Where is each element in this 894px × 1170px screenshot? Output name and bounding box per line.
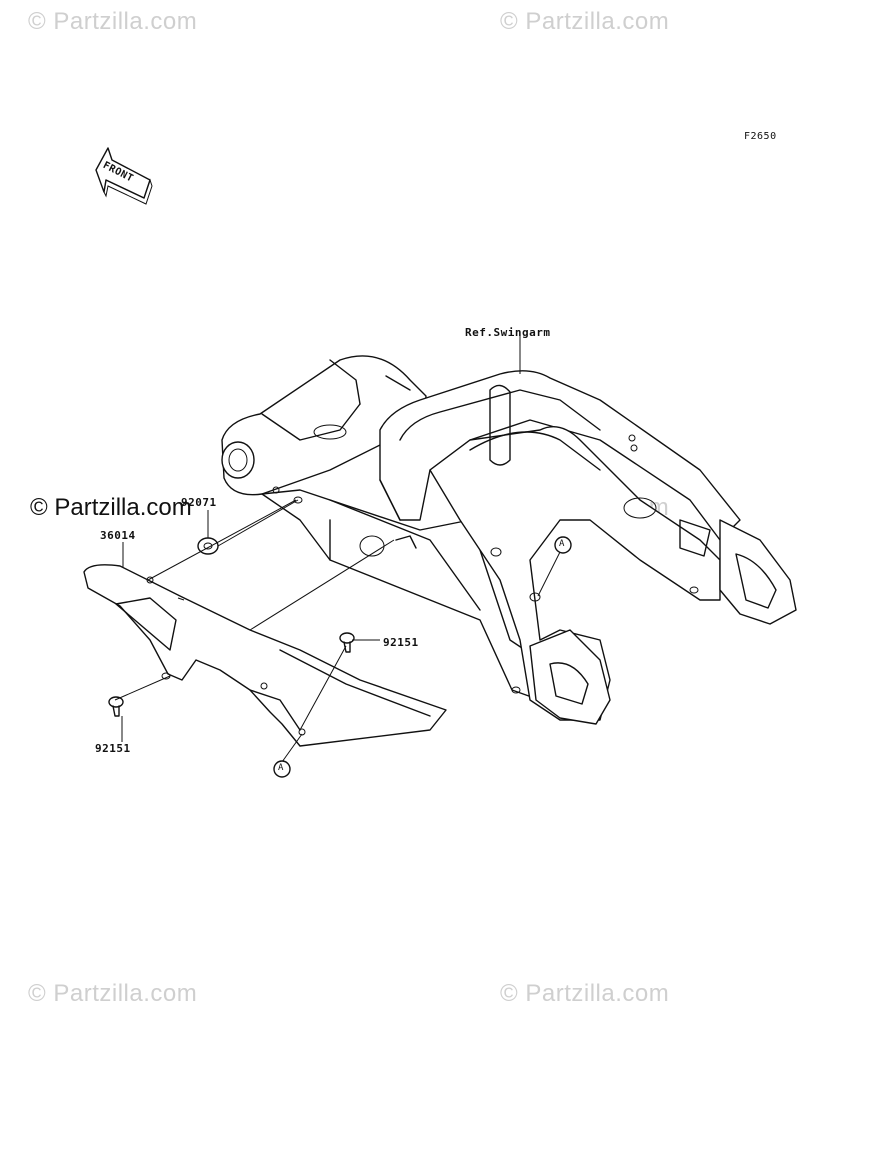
watermark-bottom-right: © Partzilla.com	[500, 980, 670, 1007]
callout-ref-swingarm: Ref.Swingarm	[465, 326, 551, 339]
callout-92151-left: 92151	[95, 742, 131, 755]
watermark-bottom-left: © Partzilla.com	[28, 980, 198, 1007]
watermark-top-right: © Partzilla.com	[500, 8, 670, 35]
leader-lines	[114, 336, 561, 763]
ref-a-circle-bottom	[273, 760, 291, 778]
front-arrow-icon	[95, 147, 153, 205]
callout-36014: 36014	[100, 529, 136, 542]
bolt-left-92151	[108, 696, 124, 717]
watermark-top-left: © Partzilla.com	[28, 8, 198, 35]
bolt-right-92151	[339, 632, 355, 653]
chain-cover-part-36014	[83, 564, 447, 747]
watermark-overlay: © Partzilla.com	[30, 494, 192, 521]
callout-ref-a-right: A	[559, 539, 565, 549]
swingarm-body	[221, 355, 797, 725]
callout-92071: 92071	[181, 496, 217, 509]
callout-92151-right: 92151	[383, 636, 419, 649]
callout-ref-a-bottom: A	[278, 763, 284, 773]
ref-a-circle-right	[554, 536, 572, 554]
figure-code: F2650	[744, 131, 777, 142]
